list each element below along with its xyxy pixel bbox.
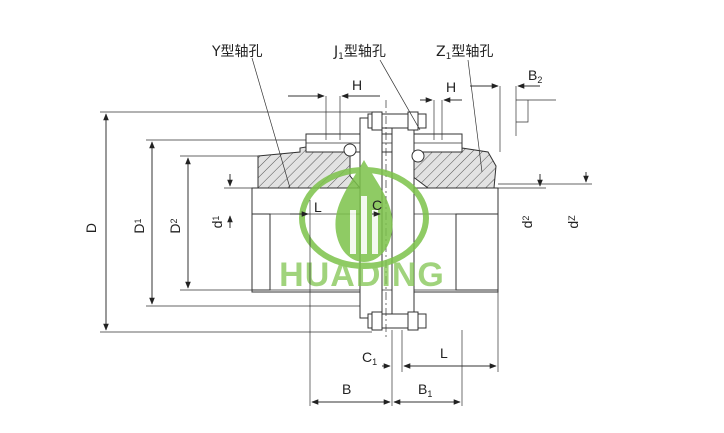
dim-b2: B2 <box>528 67 542 85</box>
huading-logo: HUADING <box>279 160 445 294</box>
dim-d1-small: d1 <box>209 216 225 229</box>
dim-h-left: H <box>352 77 362 93</box>
dimensions <box>100 57 592 406</box>
dim-c: C <box>372 197 382 213</box>
top-bolt <box>343 111 427 163</box>
z1-bore-label: Z1型轴孔 <box>436 44 493 62</box>
dim-h-right: H <box>446 79 456 95</box>
dim-dz: dZ <box>565 215 581 229</box>
dim-b1: B1 <box>418 381 432 399</box>
labels: Y型轴孔 J1型轴孔 Z1型轴孔 H H B2 D D1 D2 d1 d2 dZ… <box>83 44 581 399</box>
y-bore-label: Y型轴孔 <box>211 44 263 60</box>
dim-l-left: L <box>314 199 322 215</box>
j1-bore-label: J1型轴孔 <box>333 44 386 62</box>
bottom-bolt <box>367 311 427 331</box>
dim-c1: C1 <box>362 349 377 367</box>
dim-d2-small: d2 <box>519 216 535 229</box>
dim-l-right: L <box>440 345 448 361</box>
dim-d1: D1 <box>131 218 147 233</box>
logo-text: HUADING <box>279 256 445 294</box>
dim-d: D <box>83 223 99 233</box>
dim-b: B <box>342 381 351 397</box>
dim-d2: D2 <box>167 218 183 233</box>
